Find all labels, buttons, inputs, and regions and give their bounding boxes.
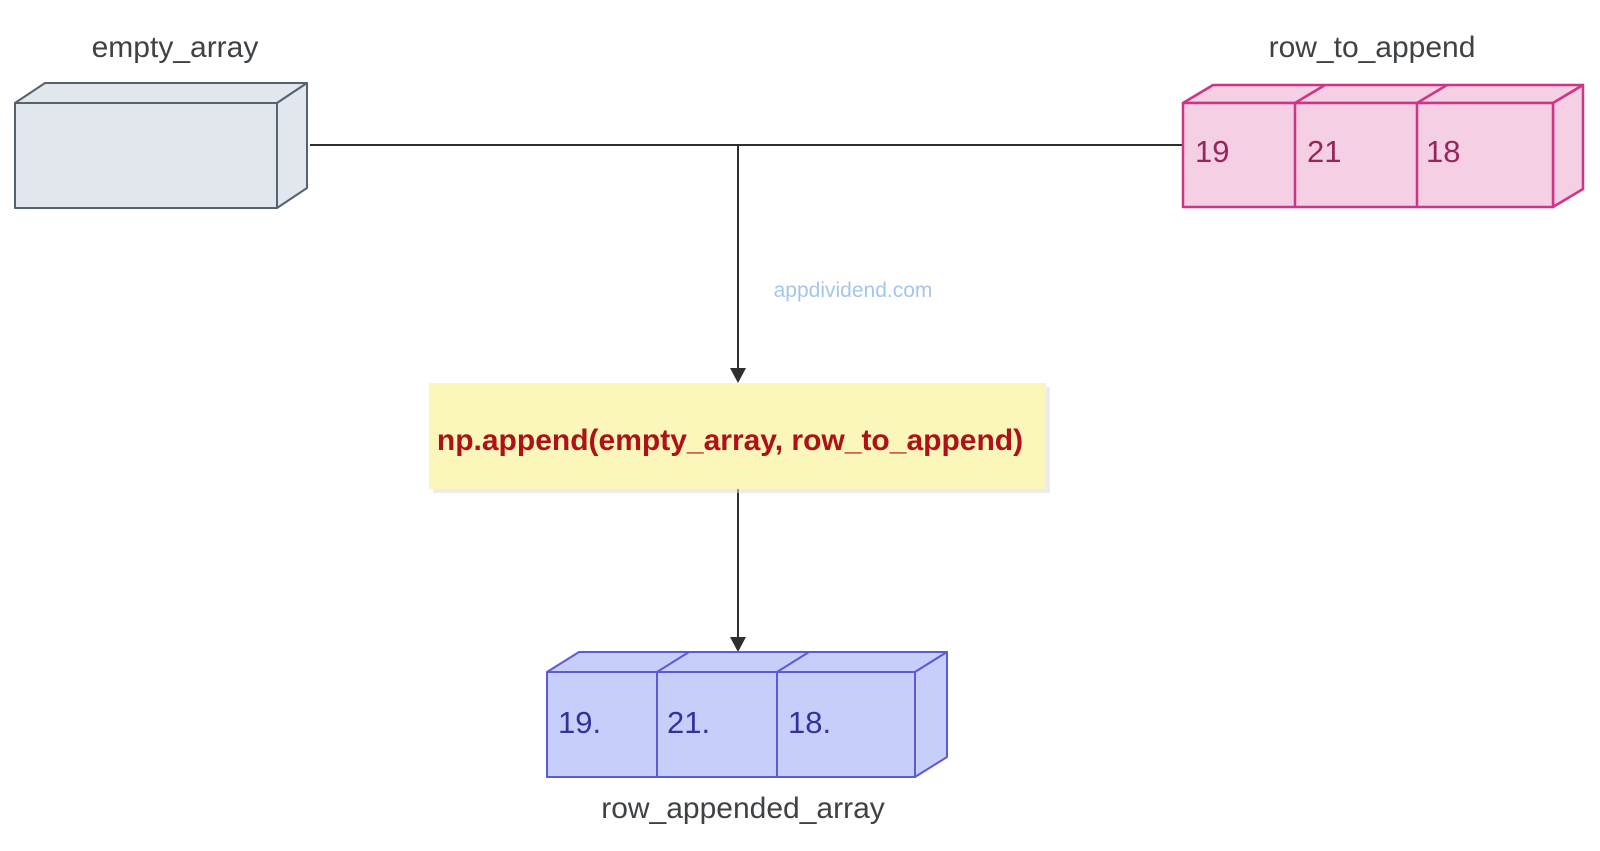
- row-appended-array-right-face: [914, 651, 948, 778]
- arrowhead-into-operation: [730, 368, 746, 383]
- watermark-text: appdividend.com: [774, 279, 933, 302]
- empty-array-label: empty_array: [92, 31, 259, 64]
- operation-code-text: np.append(empty_array, row_to_append): [437, 424, 1023, 457]
- operation-box: [429, 383, 1046, 489]
- cell-value: 19.: [558, 705, 601, 740]
- row-to-append-values: 19 21 18: [1195, 134, 1460, 169]
- empty-array-right-face: [276, 82, 308, 209]
- empty-array-top-face: [14, 82, 308, 104]
- row-appended-array-node: 19. 21. 18. row_appended_array: [546, 651, 948, 825]
- row-to-append-top-divider: [1294, 83, 1326, 105]
- cell-value: 18: [1426, 134, 1460, 169]
- row-to-append-node: row_to_append 19 21 18: [1181, 31, 1585, 209]
- row-to-append-right-face: [1551, 83, 1585, 209]
- row-appended-array-values: 19. 21. 18.: [558, 705, 831, 740]
- row-appended-array-label: row_appended_array: [601, 792, 885, 825]
- row-to-append-top-face: [1181, 83, 1585, 105]
- cell-value: 19: [1195, 134, 1229, 169]
- operation-node: np.append(empty_array, row_to_append): [429, 383, 1050, 493]
- empty-array-front-face: [14, 102, 278, 209]
- row-appended-array-front-face: [546, 671, 916, 778]
- cell-value: 18.: [788, 705, 831, 740]
- row-to-append-label: row_to_append: [1269, 31, 1476, 64]
- row-appended-array-box: [546, 651, 948, 778]
- row-appended-array-top-face: [546, 651, 948, 673]
- connector-arrowheads: [730, 368, 746, 652]
- connector-lines: [310, 144, 1183, 638]
- arrowhead-into-result: [730, 637, 746, 652]
- cell-value: 21.: [667, 705, 710, 740]
- empty-array-node: empty_array: [14, 31, 308, 209]
- cell-value: 21: [1307, 134, 1341, 169]
- row-to-append-box: [1181, 83, 1585, 209]
- row-to-append-top-divider: [1416, 83, 1448, 105]
- row-appended-array-top-divider: [656, 651, 690, 673]
- empty-array-box: [14, 82, 308, 209]
- row-to-append-front-face: [1181, 101, 1555, 209]
- row-appended-array-top-divider: [776, 651, 810, 673]
